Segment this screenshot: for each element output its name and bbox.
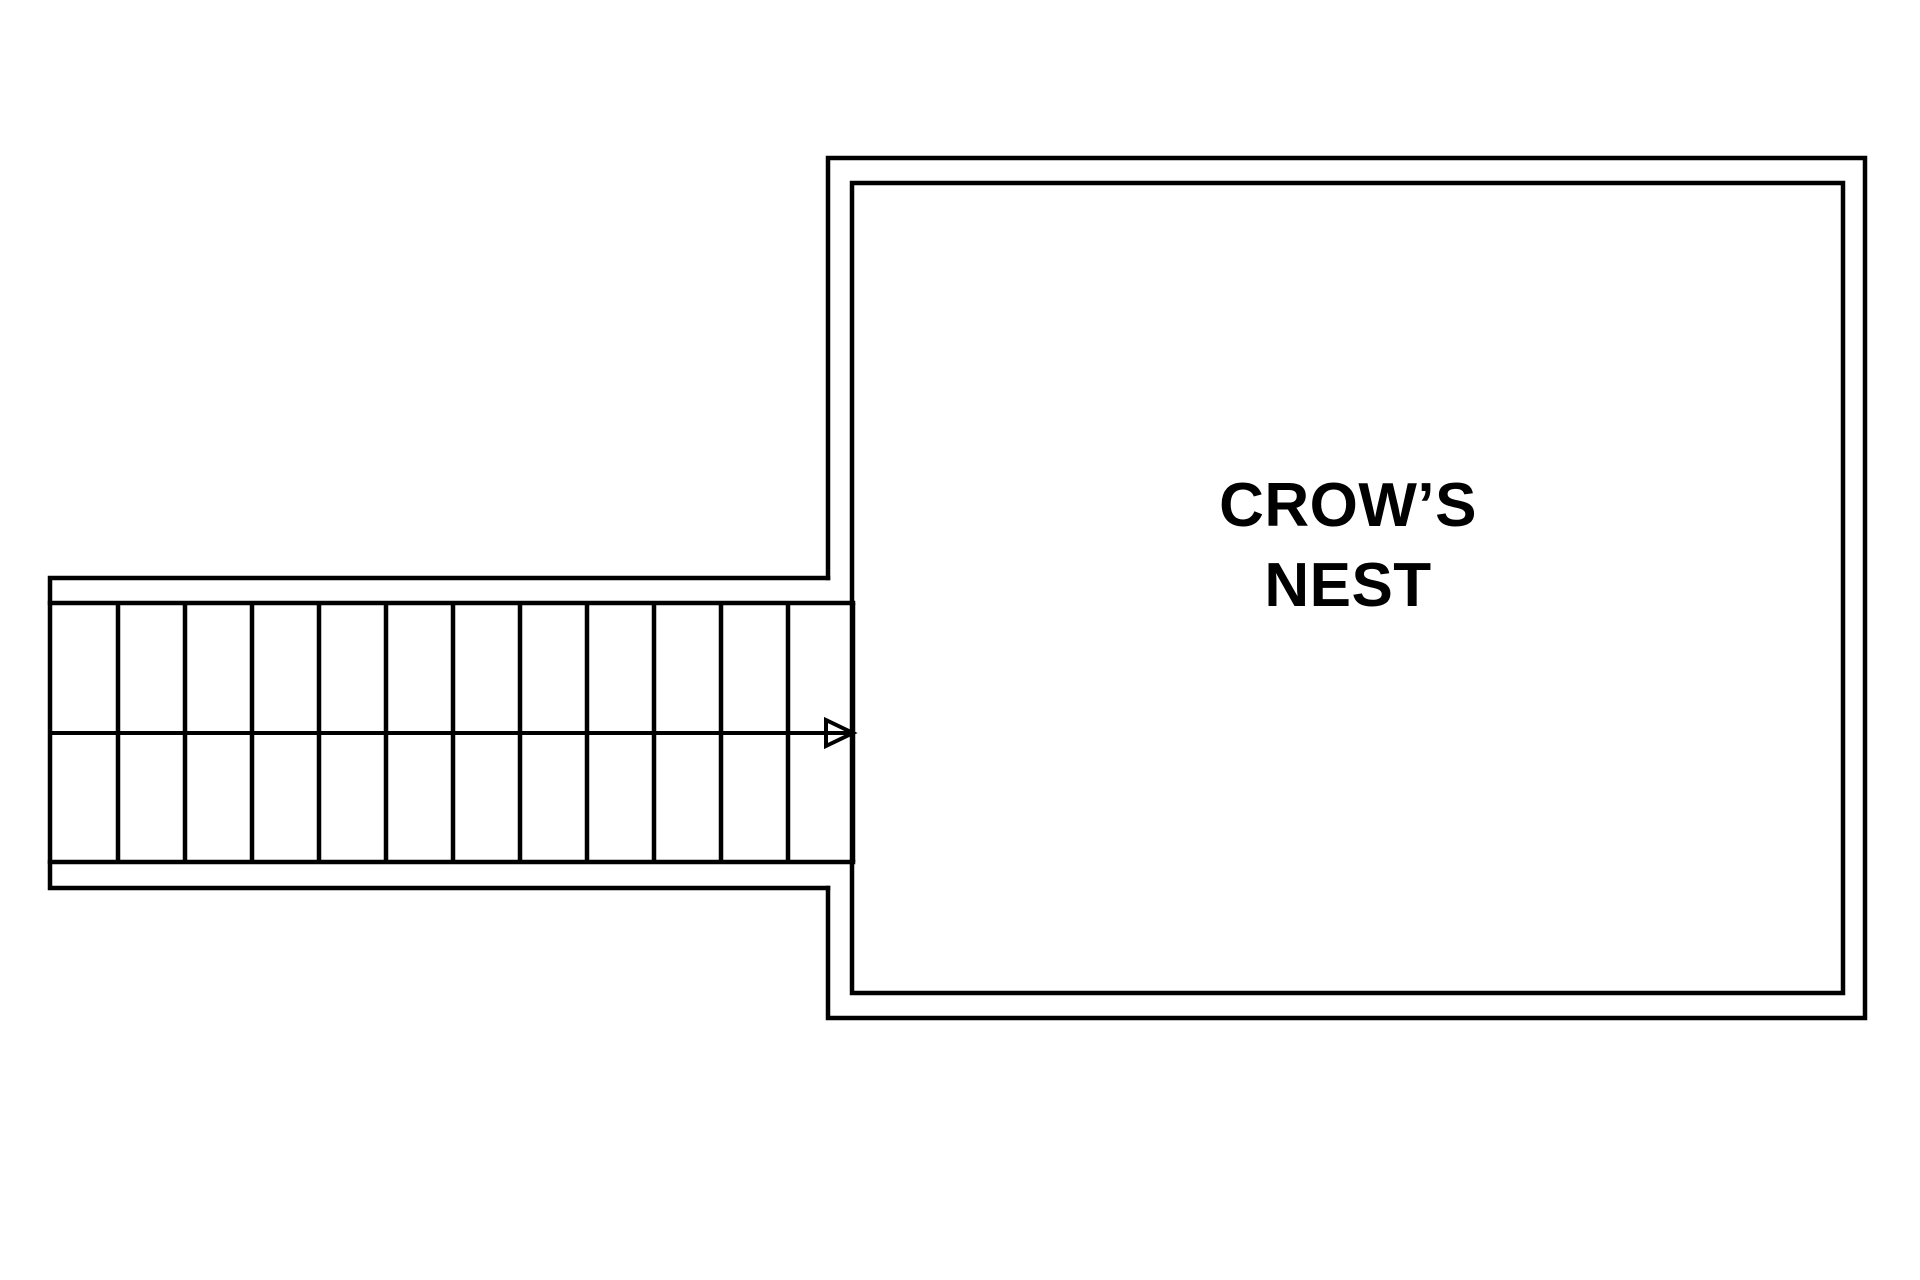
room-label-line-2: NEST bbox=[1264, 551, 1431, 620]
room-label: CROW’S NEST bbox=[1219, 471, 1477, 620]
room-label-line-1: CROW’S bbox=[1219, 471, 1477, 540]
direction-arrow-group bbox=[50, 716, 858, 750]
direction-arrow-head-icon bbox=[824, 716, 858, 750]
room-outer-wall bbox=[825, 155, 1868, 1021]
